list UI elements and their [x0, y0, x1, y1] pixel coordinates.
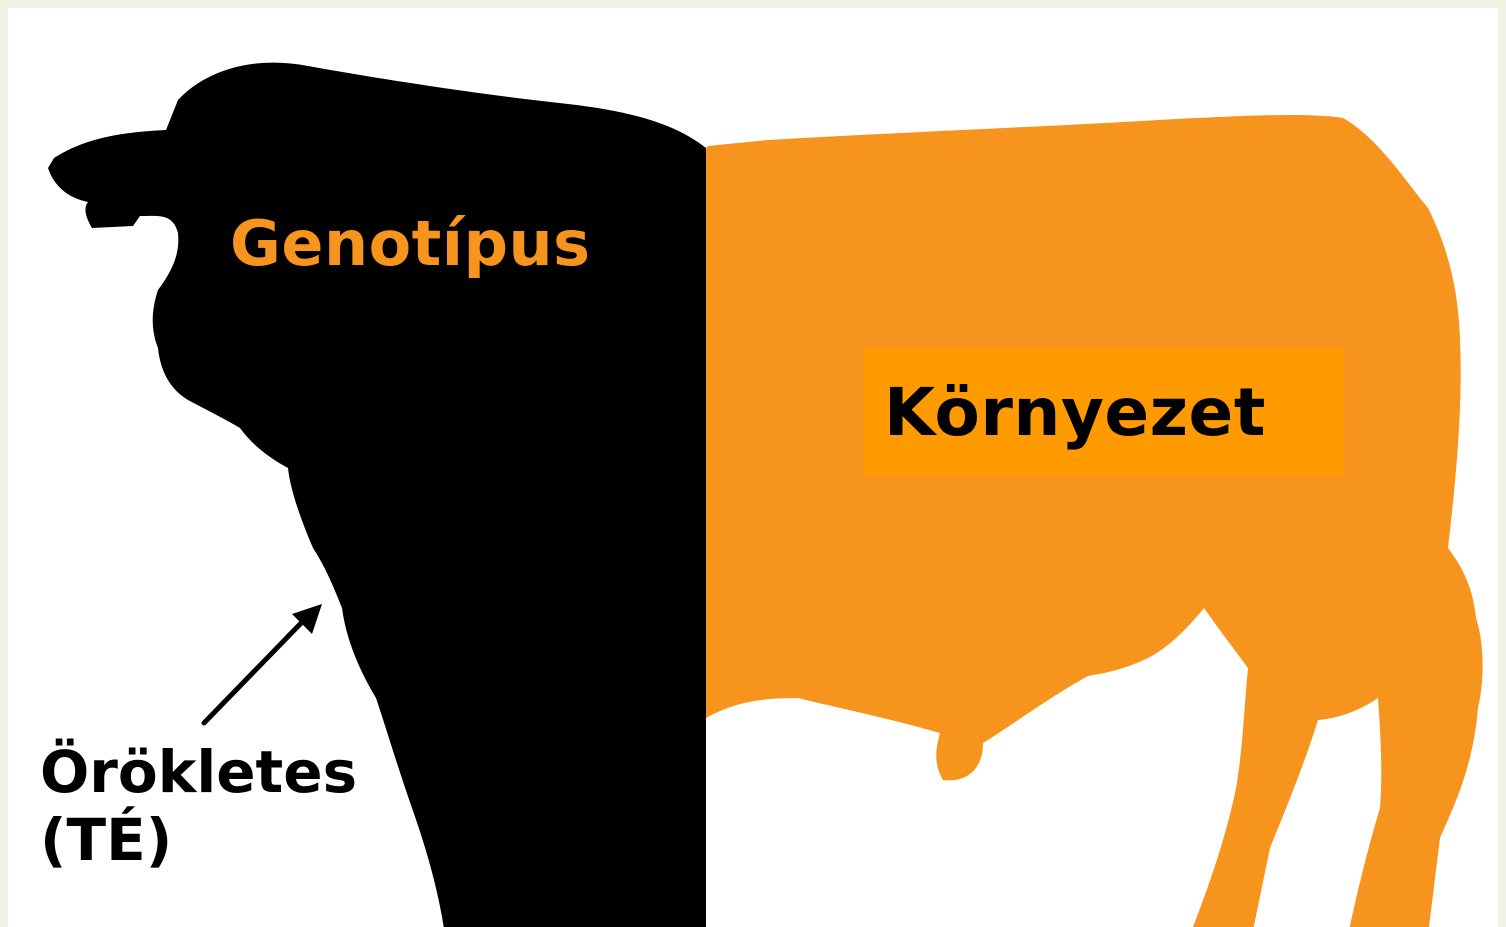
- heritable-label-line1: Örökletes: [40, 738, 370, 806]
- genotype-label: Genotípus: [230, 213, 591, 275]
- heritable-label: Örökletes (TÉ): [40, 738, 370, 874]
- arrow-icon: [204, 604, 322, 723]
- environment-label: Környezet: [884, 380, 1266, 446]
- heritable-label-line2: (TÉ): [40, 806, 370, 874]
